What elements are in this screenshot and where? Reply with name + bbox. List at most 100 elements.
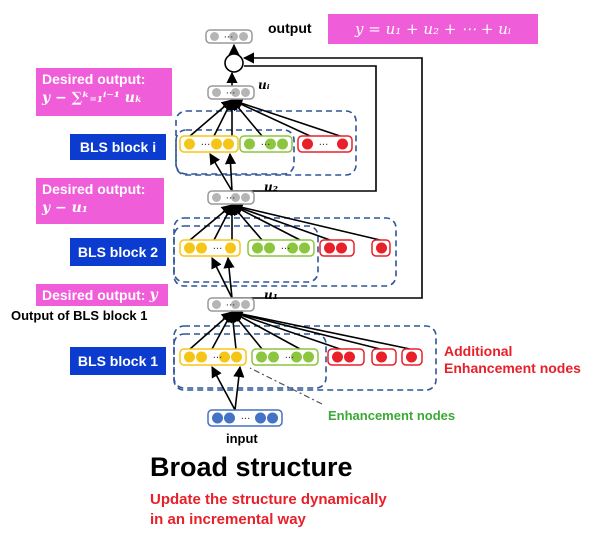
block-1-feature-node xyxy=(196,351,207,363)
output-of-bls-block-1: Output of BLS block 1 xyxy=(11,308,148,323)
block-i-enhancement-node xyxy=(265,138,276,150)
desired-output-1-title: Desired output: xyxy=(42,286,146,303)
u-2-label: u₂ xyxy=(264,180,278,194)
block-2-feature-node xyxy=(196,242,207,254)
feedback-u2 xyxy=(232,65,377,192)
conn-blocki-ui-4 xyxy=(230,99,311,137)
subtitle-line-2: in an incremental way xyxy=(150,511,306,528)
block-i-feature-node xyxy=(184,138,195,150)
block-1-enhancement-node xyxy=(256,351,267,363)
connection-lines xyxy=(189,43,423,411)
block-i-additional-node xyxy=(302,138,313,150)
bls-block-1-label: BLS block 1 xyxy=(70,347,166,375)
block-i-enhancement-dots: ··· xyxy=(261,140,271,151)
conn-block1-u1-2 xyxy=(227,310,239,350)
output-label: output xyxy=(268,20,312,36)
bls-block-i-label: BLS block i xyxy=(70,134,166,160)
block-1-feature-node xyxy=(231,351,242,363)
diagram-title: Broad structure xyxy=(150,452,353,482)
conn-block1-u1-6 xyxy=(230,309,381,350)
u-2-nodes-dots: ··· xyxy=(226,194,236,205)
dashed-block-1-outer xyxy=(173,325,437,391)
output-equation: y = u₁ + u₂ + ⋯ + uᵢ xyxy=(328,14,538,44)
block-2-feature-node xyxy=(184,242,195,254)
block-i-additional-node xyxy=(337,138,348,150)
u-i-nodes-dots: ··· xyxy=(226,89,236,100)
conn-block1-u1-0 xyxy=(189,311,233,350)
block-1-enhancement-node xyxy=(268,351,279,363)
block-2-feature xyxy=(179,239,241,257)
input-label: input xyxy=(226,431,258,446)
conn-u1-block2-b xyxy=(223,256,235,299)
dashed-block-i-inner xyxy=(175,129,295,175)
conn-block2-u2-1 xyxy=(213,204,233,241)
conn-block2-u2-5 xyxy=(230,203,331,241)
top-output-nodes-dots: ··· xyxy=(224,33,234,44)
subtitle-line-1: Update the structure dynamically xyxy=(150,491,387,508)
block-2-enhancement-node xyxy=(252,242,263,254)
u-2-nodes-node xyxy=(212,193,221,202)
enhancement-pointer xyxy=(249,367,323,405)
desired-output-2: Desired output: y − u₁ xyxy=(36,178,164,224)
bls-block-2-label: BLS block 2 xyxy=(70,238,166,266)
conn-input-feature-b xyxy=(233,365,245,411)
u-i-label: uᵢ xyxy=(258,78,270,92)
desired-output-1-formula: y xyxy=(149,286,158,303)
conn-block1-u1-1 xyxy=(211,311,233,350)
block-i-feature-node xyxy=(223,138,234,150)
block-1-feature-node xyxy=(184,351,195,363)
desired-output-2-formula: y − u₁ xyxy=(42,200,88,216)
block-2-additional-extra-node xyxy=(376,242,387,254)
conn-block1-u1-4 xyxy=(231,311,301,350)
desired-output-i: Desired output: y − ∑ᵏ₌₁ⁱ⁻¹ uₖ xyxy=(36,68,172,116)
input-nodes-node xyxy=(255,412,266,424)
block-2-enhancement-node xyxy=(299,242,310,254)
u-1-label: u₁ xyxy=(264,288,278,302)
block-1-enhancement-node xyxy=(303,351,314,363)
conn-block1-u1-7 xyxy=(230,308,411,350)
diagram-subtitle: Update the structure dynamically in an i… xyxy=(150,490,387,530)
conn-input-feature-a xyxy=(211,366,236,411)
conn-blocki-ui-5 xyxy=(230,97,341,137)
block-2-enhancement-node xyxy=(287,242,298,254)
block-2-additional-node xyxy=(336,242,347,254)
block-2-enhancement xyxy=(247,239,315,257)
conn-block2-u2-6 xyxy=(230,201,381,241)
block-1-enhancement xyxy=(251,348,319,366)
block-i-feature xyxy=(179,135,239,153)
block-i-feature-node xyxy=(211,138,222,150)
dots-text: ···································· xyxy=(201,33,329,426)
desired-output-1: Desired output: y xyxy=(36,284,168,306)
block-1-additional-c-node xyxy=(406,351,417,363)
u-1-nodes-node xyxy=(212,300,221,309)
conn-u2-blocki-b xyxy=(224,152,237,192)
sum-operator xyxy=(224,53,244,73)
block-2-enhancement-node xyxy=(264,242,275,254)
block-2-feature-node xyxy=(225,242,236,254)
desired-output-2-title: Desired output: xyxy=(42,181,146,197)
top-output-nodes-node xyxy=(229,32,238,41)
node-groups xyxy=(179,29,423,427)
block-1-additional-b-node xyxy=(376,351,387,363)
input-nodes-node xyxy=(224,412,235,424)
block-1-feature xyxy=(179,348,247,366)
block-1-feature-dots: ··· xyxy=(213,353,223,364)
additional-line-2: Enhancement nodes xyxy=(444,360,581,376)
desired-output-i-title: Desired output: xyxy=(42,71,146,87)
input-nodes-dots: ··· xyxy=(241,414,251,425)
block-i-additional xyxy=(297,135,353,153)
desired-output-i-formula: y − ∑ᵏ₌₁ⁱ⁻¹ uₖ xyxy=(42,90,143,106)
input-nodes-node xyxy=(267,412,278,424)
enhancement-nodes-label: Enhancement nodes xyxy=(328,408,456,423)
u-i-nodes-node xyxy=(212,88,221,97)
conn-block1-u1-5 xyxy=(230,309,341,350)
block-2-enhancement-dots: ··· xyxy=(281,244,291,255)
block-1-enhancement-dots: ··· xyxy=(285,353,295,364)
u-2-nodes-node xyxy=(231,193,240,202)
conn-u1-block2-a xyxy=(211,256,233,299)
conn-block2-u2-0 xyxy=(189,204,233,241)
dashed-block-2-inner xyxy=(173,225,319,283)
additional-line-1: Additional xyxy=(444,343,513,359)
u-i-nodes-node xyxy=(241,88,250,97)
